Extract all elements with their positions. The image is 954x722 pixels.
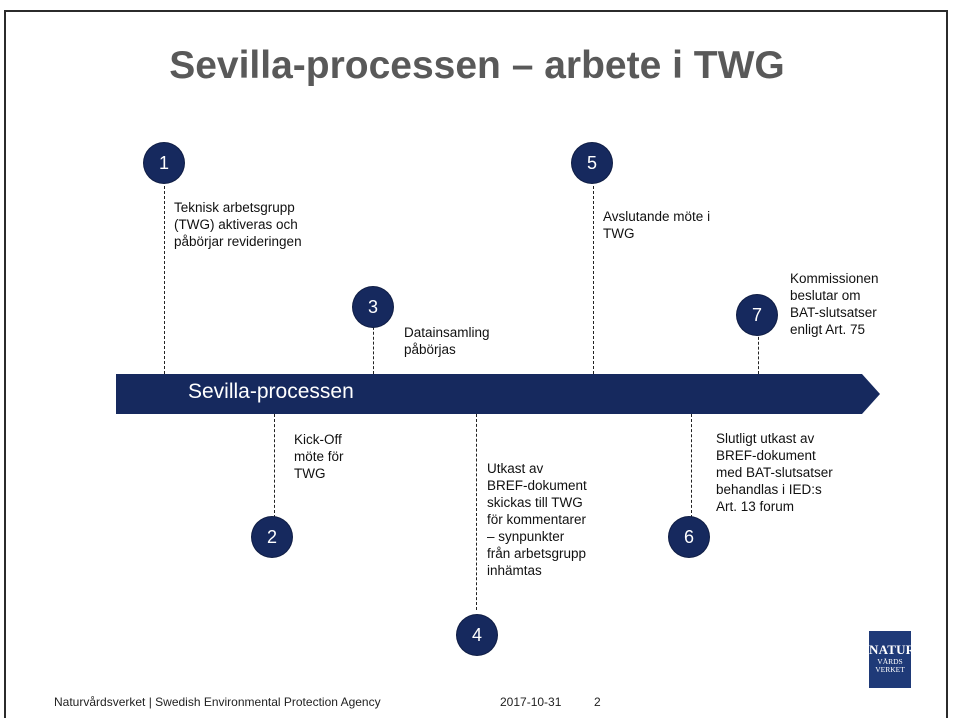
step-text-7: Kommissionen beslutar om BAT-slutsatser …: [790, 271, 879, 337]
connector-line-1: [164, 186, 165, 374]
step-marker-3: 3: [353, 287, 393, 327]
footer-date: 2017-10-31: [500, 695, 562, 709]
step-marker-4: 4: [457, 615, 497, 655]
timeline-arrow: [116, 374, 880, 414]
step-text-2: Kick-Off möte för TWG: [294, 432, 344, 481]
step-text-1: Teknisk arbetsgrupp (TWG) aktiveras och …: [174, 200, 302, 249]
timeline-label: Sevilla-processen: [188, 380, 354, 403]
step-marker-5: 5: [572, 143, 612, 183]
slide-title: Sevilla-processen – arbete i TWG: [169, 44, 785, 87]
step-marker-6: 6: [669, 517, 709, 557]
connector-line-2: [274, 414, 275, 518]
step-text-5: Avslutande möte i TWG: [603, 209, 711, 241]
naturvardsverket-logo: NATUR VÅRDS VERKET: [869, 631, 916, 688]
logo-line-3: VERKET: [875, 665, 905, 674]
step-text-3: Datainsamling påbörjas: [404, 325, 490, 357]
connector-line-6: [691, 414, 692, 518]
connector-line-5: [593, 186, 594, 374]
slide-frame: [4, 10, 948, 718]
step-marker-2: 2: [252, 517, 292, 557]
connector-line-7: [758, 332, 759, 374]
logo-line-1: NATUR: [869, 642, 916, 657]
footer-page-number: 2: [594, 695, 601, 709]
connector-line-3: [373, 322, 374, 374]
step-marker-7: 7: [737, 295, 777, 335]
step-text-6: Slutligt utkast av BREF-dokument med BAT…: [716, 431, 833, 514]
logo-line-2: VÅRDS: [877, 657, 903, 666]
step-marker-1: 1: [144, 143, 184, 183]
step-text-4: Utkast av BREF-dokument skickas till TWG…: [487, 461, 587, 578]
connector-line-4: [476, 414, 477, 610]
footer-organization: Naturvårdsverket | Swedish Environmental…: [54, 695, 381, 709]
